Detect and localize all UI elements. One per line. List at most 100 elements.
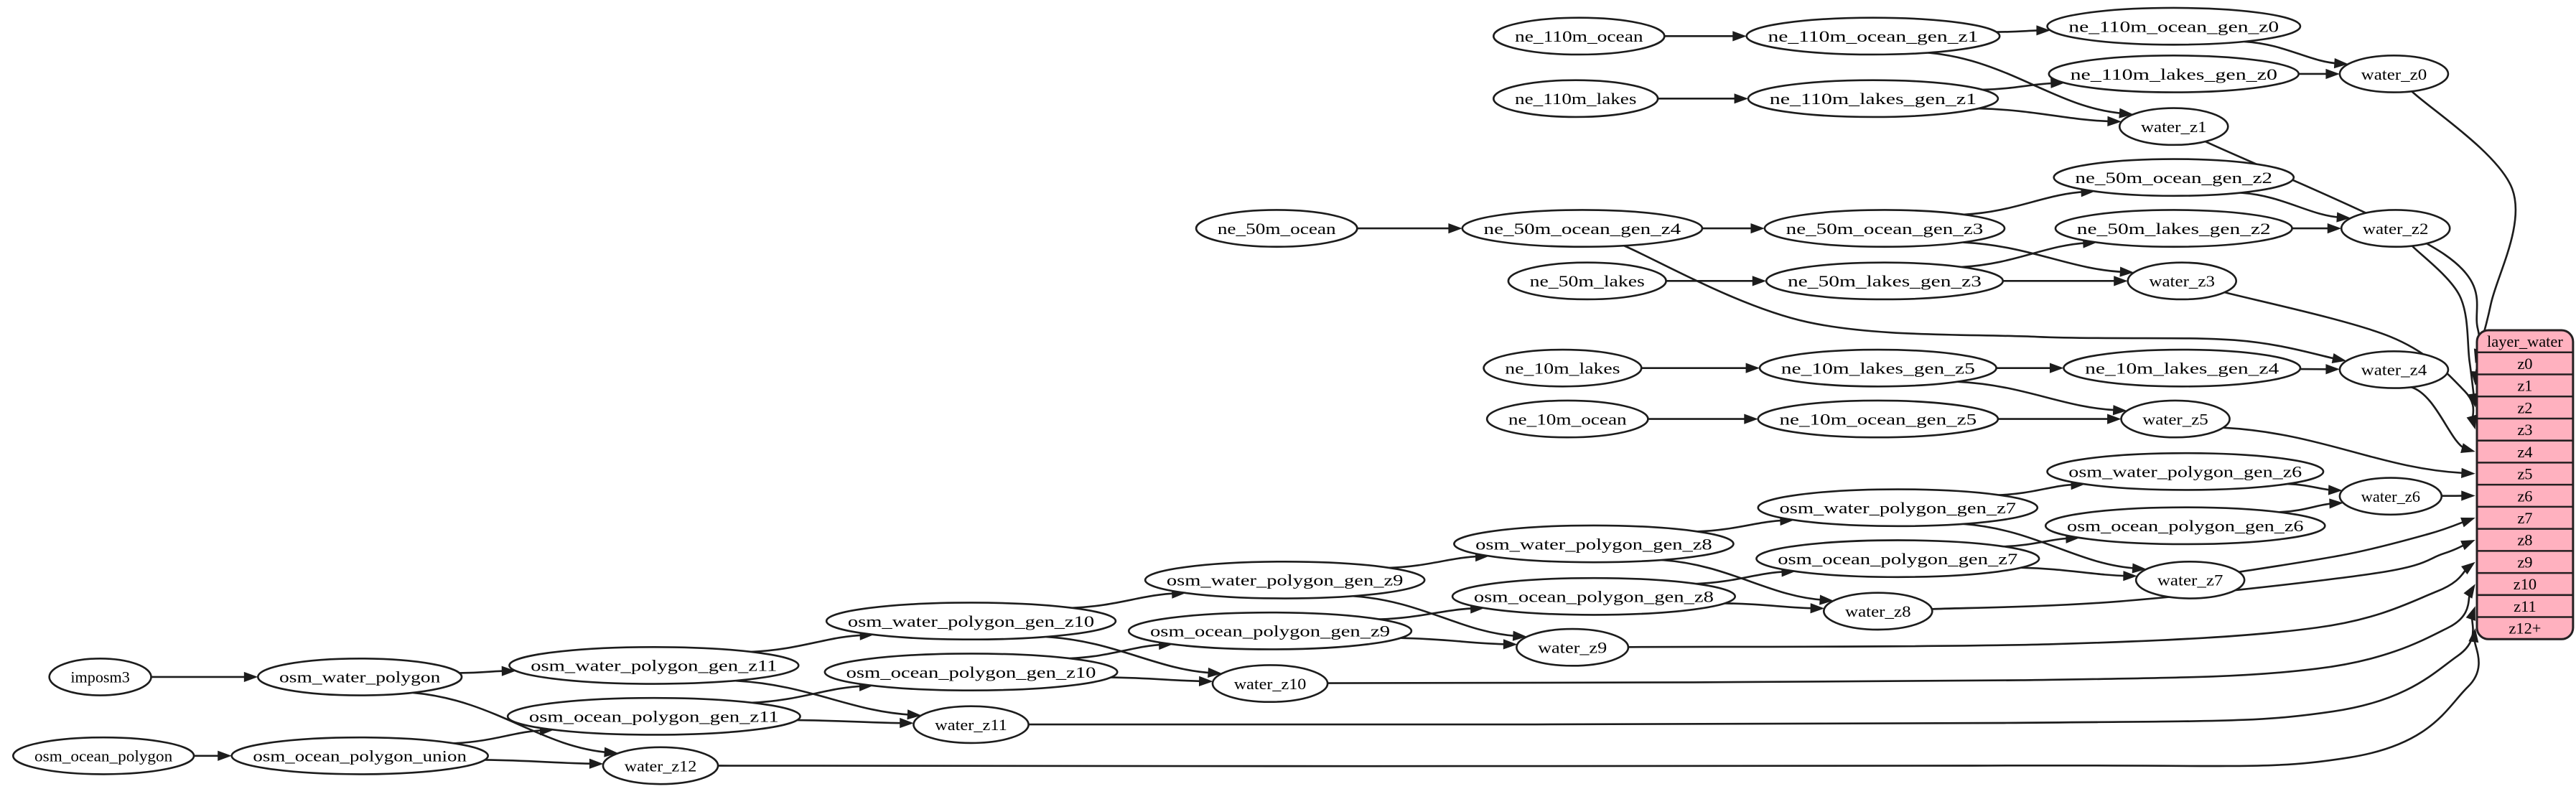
node-label-water_z8: water_z8 — [1845, 602, 1911, 620]
node-ellipse-ne_10m_ocean_gen_z5 — [1757, 399, 1999, 439]
edge-water_z11-to-layer_water-z11 — [1028, 614, 2474, 726]
arrowhead-icon — [1198, 676, 1213, 686]
node-ellipse-osm_ocean_polygon_gen_z8 — [1451, 576, 1737, 616]
record-row-label-z2: z2 — [2517, 398, 2532, 416]
node-water_z5: water_z5 — [2120, 399, 2231, 439]
node-ellipse-ne_110m_lakes_gen_z0 — [2048, 55, 2300, 93]
node-ellipse-water_z1 — [2118, 107, 2229, 146]
record-layer: layer_waterz0z1z2z3z4z5z6z7z8z9z10z11z12… — [2475, 329, 2575, 640]
edge-water_z3-to-layer_water-z3 — [2224, 291, 2475, 421]
node-ellipse-ne_10m_lakes — [1483, 348, 1643, 388]
node-label-water_z3: water_z3 — [2149, 272, 2215, 290]
node-ne_50m_lakes: ne_50m_lakes — [1507, 261, 1667, 301]
arrowhead-icon — [1208, 667, 1222, 678]
arrowhead-icon — [2460, 443, 2475, 453]
edge-osm_ocean_polygon_gen_z9-to-osm_ocean_polygon_gen_z8 — [1379, 607, 1476, 620]
edges-layer — [151, 25, 2517, 769]
record-row-label-z11: z11 — [2514, 597, 2537, 615]
node-label-osm_water_polygon_gen_z7: osm_water_polygon_gen_z7 — [1780, 499, 2017, 517]
node-ellipse-ne_10m_lakes_gen_z4 — [2063, 348, 2302, 388]
node-water_z6: water_z6 — [2338, 477, 2443, 516]
node-ne_10m_lakes: ne_10m_lakes — [1483, 348, 1643, 388]
node-water_z2: water_z2 — [2340, 209, 2451, 248]
node-label-ne_50m_lakes_gen_z3: ne_50m_lakes_gen_z3 — [1788, 272, 1982, 290]
arrowhead-icon — [2461, 561, 2475, 575]
node-label-water_z2: water_z2 — [2363, 220, 2429, 238]
edge-osm_ocean_polygon_gen_z7-to-osm_ocean_polygon_gen_z6 — [2004, 537, 2071, 548]
node-label-osm_ocean_polygon_gen_z6: osm_ocean_polygon_gen_z6 — [2067, 517, 2304, 535]
edge-osm_ocean_polygon_gen_z8-to-water_z8 — [1725, 602, 1816, 610]
node-label-ne_50m_lakes_gen_z2: ne_50m_lakes_gen_z2 — [2077, 220, 2271, 238]
arrowhead-icon — [1512, 630, 1527, 641]
edge-osm_water_polygon_gen_z9-to-water_z9 — [1353, 595, 1518, 638]
node-label-ne_50m_ocean_gen_z2: ne_50m_ocean_gen_z2 — [2075, 169, 2272, 187]
arrowhead-icon — [2325, 68, 2340, 80]
arrowhead-icon — [2331, 353, 2347, 364]
record-row-label-z10: z10 — [2514, 575, 2537, 593]
edge-osm_ocean_polygon_gen_z7-to-water_z7 — [2020, 566, 2129, 577]
node-water_z10: water_z10 — [1211, 664, 1329, 704]
node-ellipse-water_z9 — [1516, 627, 1630, 667]
node-ne_110m_lakes_gen_z1: ne_110m_lakes_gen_z1 — [1747, 79, 1999, 118]
node-ne_50m_ocean: ne_50m_ocean — [1195, 209, 1358, 248]
edge-osm_water_polygon_gen_z7-to-water_z7 — [1963, 523, 2138, 570]
node-ellipse-osm_water_polygon — [256, 657, 463, 696]
edge-osm_ocean_polygon_gen_z9-to-water_z9 — [1400, 637, 1508, 645]
arrowhead-icon — [2465, 606, 2475, 621]
edge-water_z0-to-layer_water-z0 — [2411, 90, 2517, 355]
node-label-water_z9: water_z9 — [1538, 639, 1607, 657]
node-ellipse-osm_ocean_polygon — [11, 736, 195, 775]
node-ellipse-osm_ocean_polygon_gen_z11 — [506, 696, 801, 736]
arrowhead-icon — [501, 666, 516, 676]
node-ellipse-ne_50m_ocean — [1195, 209, 1358, 248]
edge-osm_ocean_polygon_gen_z10-to-osm_ocean_polygon_gen_z9 — [1070, 643, 1165, 660]
node-label-osm_ocean_polygon_gen_z9: osm_ocean_polygon_gen_z9 — [1150, 622, 1390, 640]
arrowhead-icon — [2461, 467, 2475, 478]
edge-osm_water_polygon_gen_z10-to-osm_water_polygon_gen_z9 — [1071, 592, 1177, 610]
arrowhead-icon — [2328, 485, 2343, 495]
edge-osm_water_polygon_gen_z6-to-water_z6 — [2287, 482, 2334, 492]
record-row-label-z12+: z12+ — [2509, 620, 2541, 638]
node-ne_50m_ocean_gen_z4: ne_50m_ocean_gen_z4 — [1461, 209, 1704, 248]
arrowhead-icon — [2107, 414, 2122, 424]
node-ellipse-osm_water_polygon_gen_z8 — [1453, 524, 1735, 564]
arrowhead-icon — [604, 747, 619, 757]
edge-osm_ocean_polygon_gen_z11-to-water_z11 — [797, 719, 905, 724]
edge-ne_50m_ocean_gen_z4-to-water_z4 — [1623, 244, 2338, 360]
arrowhead-icon — [589, 758, 604, 769]
node-osm_ocean_polygon_union: osm_ocean_polygon_union — [230, 736, 490, 775]
node-label-osm_ocean_polygon_union: osm_ocean_polygon_union — [253, 747, 467, 765]
node-ellipse-ne_50m_ocean_gen_z2 — [2053, 158, 2295, 197]
node-ellipse-osm_water_polygon_gen_z7 — [1757, 488, 2039, 528]
edge-ne_110m_lakes_gen_z1-to-water_z1 — [1979, 107, 2113, 123]
node-ellipse-ne_50m_lakes_gen_z3 — [1765, 261, 2005, 301]
node-osm_water_polygon: osm_water_polygon — [256, 657, 463, 696]
node-label-osm_water_polygon_gen_z11: osm_water_polygon_gen_z11 — [531, 657, 777, 675]
arrowhead-icon — [2463, 584, 2475, 599]
record-row-label-z6: z6 — [2517, 487, 2532, 505]
node-ellipse-water_z11 — [913, 705, 1030, 744]
record-row-label-z8: z8 — [2517, 531, 2532, 549]
arrowhead-icon — [2333, 58, 2348, 69]
node-ellipse-osm_ocean_polygon_gen_z7 — [1755, 539, 2040, 579]
arrowhead-icon — [1503, 639, 1518, 650]
arrowhead-icon — [2466, 414, 2477, 430]
node-ne_110m_lakes: ne_110m_lakes — [1492, 79, 1659, 118]
node-ne_50m_lakes_gen_z3: ne_50m_lakes_gen_z3 — [1765, 261, 2005, 301]
node-ellipse-osm_ocean_polygon_gen_z10 — [823, 653, 1119, 691]
node-ne_110m_ocean: ne_110m_ocean — [1492, 17, 1666, 56]
node-label-water_z12: water_z12 — [625, 757, 697, 775]
edge-water_z4-to-layer_water-z4 — [2411, 386, 2468, 450]
arrowhead-icon — [243, 671, 258, 683]
node-ellipse-osm_ocean_polygon_gen_z9 — [1127, 611, 1413, 650]
node-ne_10m_ocean: ne_10m_ocean — [1485, 399, 1649, 439]
node-label-ne_110m_ocean_gen_z1: ne_110m_ocean_gen_z1 — [1768, 27, 1978, 45]
node-label-osm_water_polygon_gen_z8: osm_water_polygon_gen_z8 — [1475, 535, 1712, 553]
arrowhead-icon — [2460, 540, 2475, 551]
record-row-label-z7: z7 — [2517, 509, 2532, 527]
edge-ne_110m_ocean_gen_z0-to-water_z0 — [2244, 40, 2340, 65]
record-row-label-z1: z1 — [2517, 377, 2532, 395]
edge-water_z2-to-layer_water-z2 — [2411, 245, 2475, 399]
